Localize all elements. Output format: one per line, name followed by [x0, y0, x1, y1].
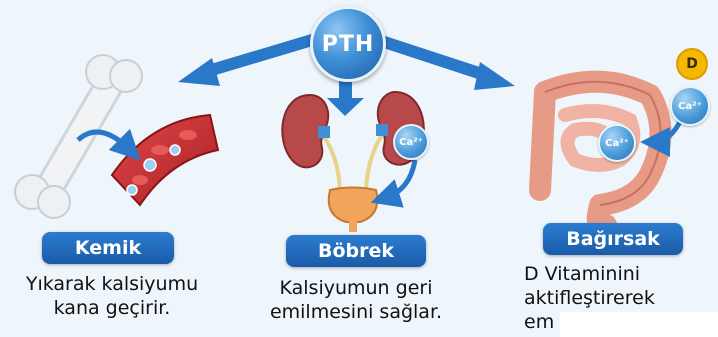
- bladder-illustration: [329, 188, 378, 233]
- arrow-to-kidney: [327, 78, 364, 116]
- kidney-reabsorb-arrow: [385, 160, 415, 198]
- bone-description: Yıkarak kalsiyumu kana geçirir.: [8, 272, 216, 320]
- pth-hormone-circle: PTH: [310, 6, 386, 82]
- kidney-description: Kalsiyumun geri emilmesini sağlar.: [244, 276, 468, 324]
- intestine-illustration: [540, 82, 661, 232]
- arrow-to-bone: [178, 40, 312, 86]
- white-cover-patch: [560, 312, 718, 337]
- kidney-title-badge: Böbrek: [286, 235, 426, 267]
- vitamin-d-icon: D: [676, 48, 708, 80]
- calcium-ion-diet: Ca²⁺: [670, 86, 710, 126]
- bone-title-badge: Kemik: [42, 232, 174, 264]
- calcium-ion-intestine: Ca²⁺: [598, 124, 636, 162]
- arrow-to-intestine: [378, 40, 515, 90]
- calcium-ion-kidney: Ca²⁺: [393, 124, 429, 160]
- intestine-title-badge: Bağırsak: [543, 223, 683, 255]
- blood-vessel-illustration: [112, 115, 218, 205]
